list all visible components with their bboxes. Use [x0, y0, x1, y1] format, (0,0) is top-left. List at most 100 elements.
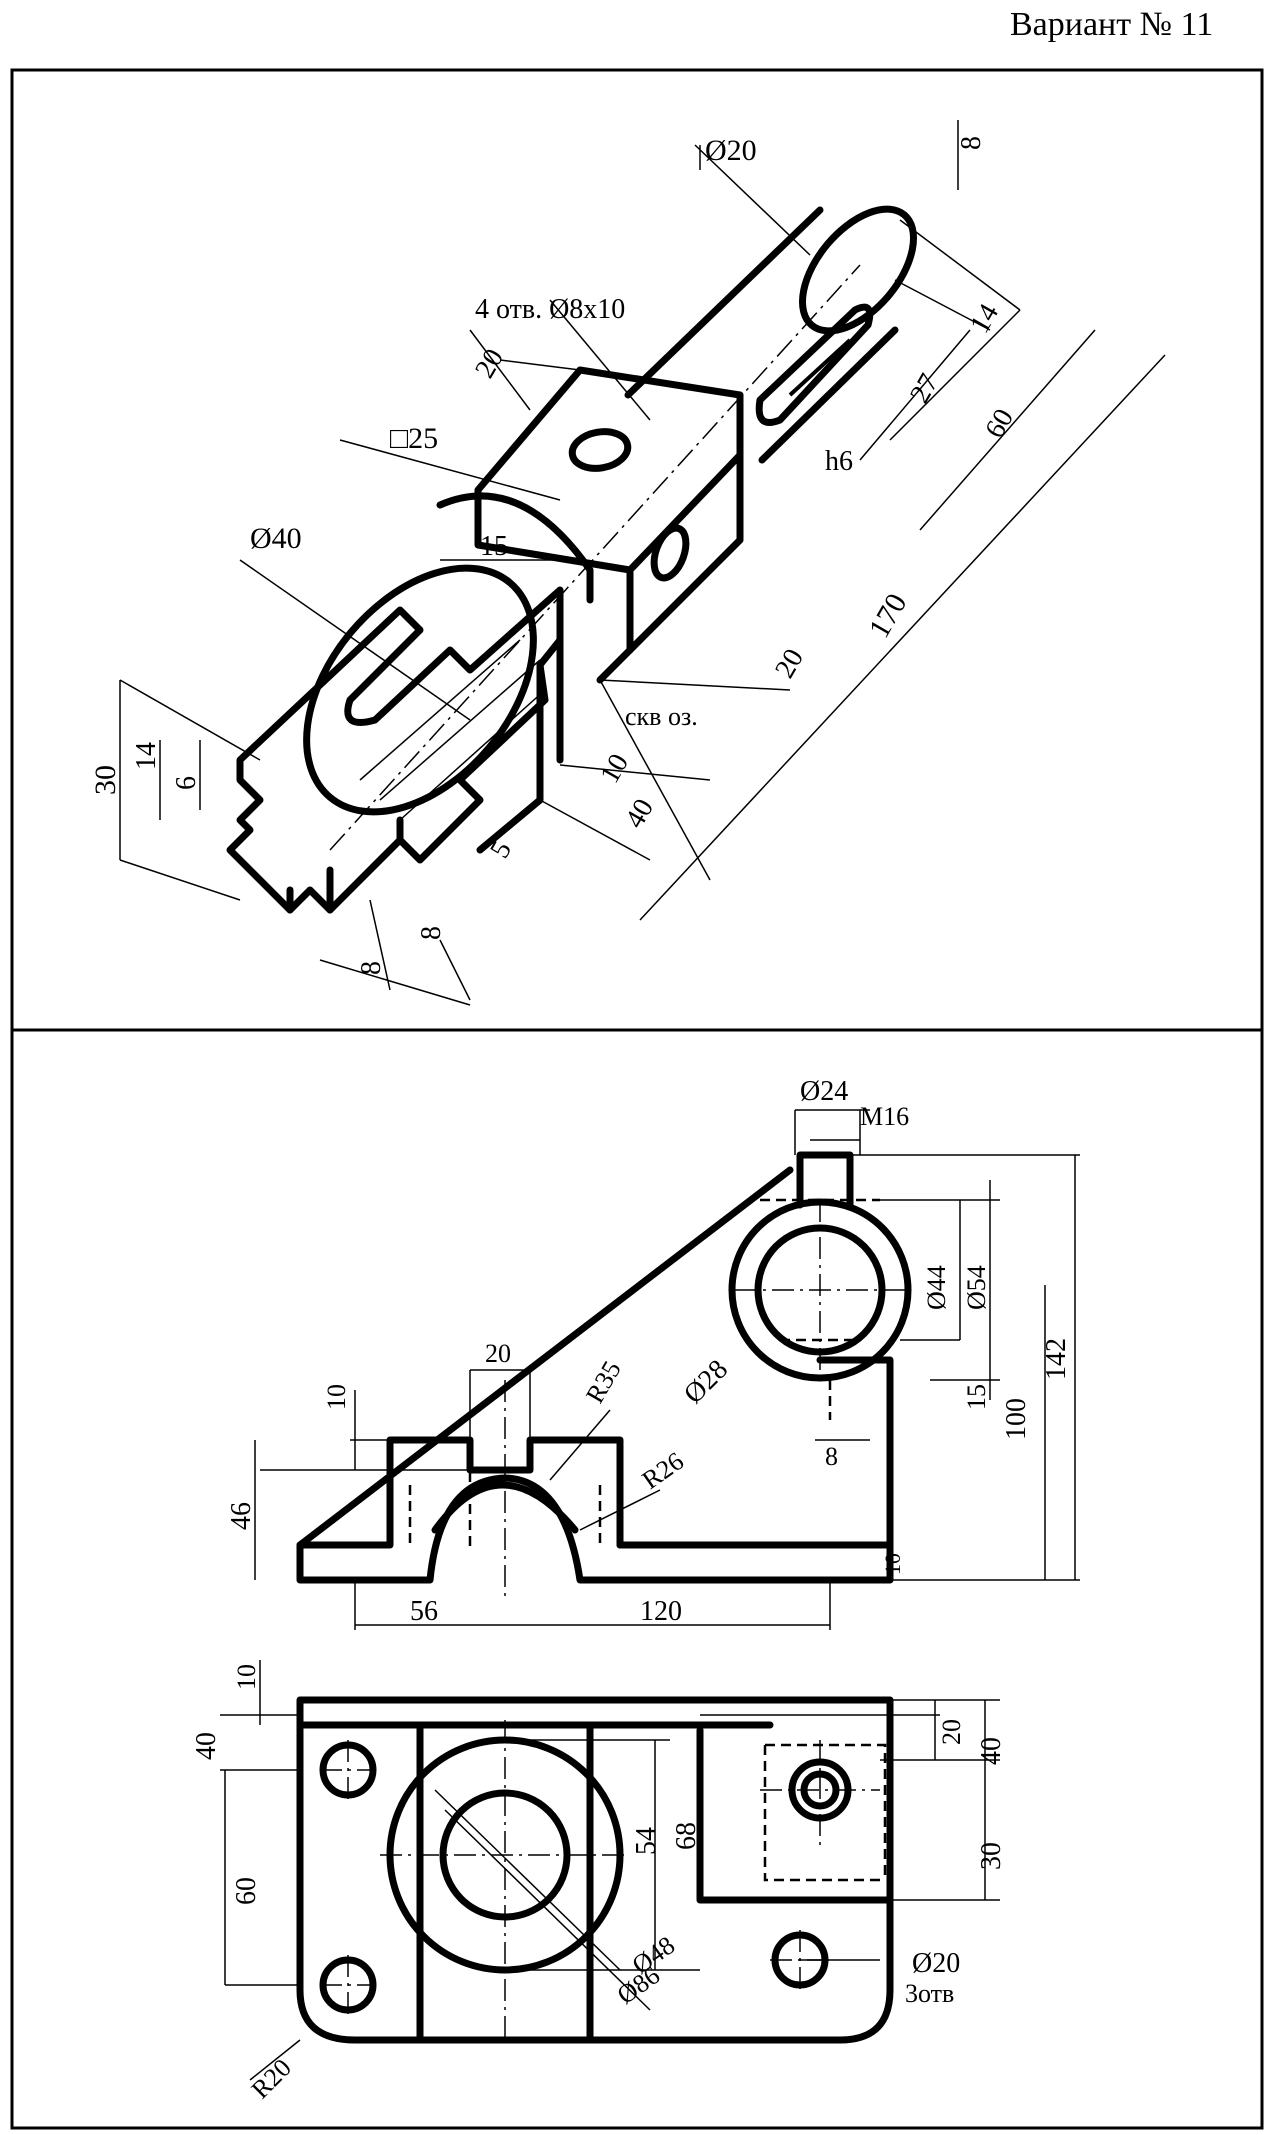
iso-dim-5: 5 [484, 836, 518, 864]
front-dim-r35: R35 [580, 1356, 627, 1408]
iso-dim-holes: 4 отв. Ø8x10 [475, 294, 625, 325]
front-view: Ø24 M16 Ø44 Ø54 142 100 15 8 Ø28 R35 R26… [226, 1076, 1080, 1630]
isometric-view: Ø20 4 отв. Ø8x10 □25 Ø40 15 20 8 14 27 6… [89, 120, 1166, 1006]
front-dim-10r: 10 [880, 1553, 905, 1575]
iso-dim-27: 27 [904, 369, 945, 409]
iso-block-edge [596, 646, 634, 684]
front-dim-d54: Ø54 [962, 1265, 991, 1310]
plan-leaders [434, 1789, 651, 2011]
front-hidden-2 [408, 1440, 602, 1550]
front-dim-120: 120 [640, 1596, 682, 1627]
iso-square-block [474, 366, 744, 574]
iso-dim-60: 60 [979, 404, 1020, 444]
plan-dim-leaders [249, 1959, 880, 2081]
dim-front-20 [469, 1369, 531, 1440]
front-base [296, 1436, 894, 1584]
plan-ribs [296, 1721, 894, 2044]
plan-dim-20: 20 [937, 1719, 966, 1745]
iso-dim-10: 10 [594, 749, 635, 789]
plan-dim-r20: R20 [246, 2053, 297, 2104]
iso-dim-15: 15 [480, 531, 508, 562]
plan-dim-54: 54 [631, 1827, 662, 1855]
iso-dim-6: 6 [171, 776, 202, 790]
variant-label: Вариант № 11 [1010, 6, 1214, 43]
front-dim-m16: M16 [860, 1102, 909, 1131]
plan-dim-60: 60 [231, 1877, 262, 1905]
iso-axis [329, 264, 861, 851]
plan-dim-10: 10 [232, 1664, 261, 1690]
sheet-frame [10, 68, 1264, 2130]
iso-cylinder-face [303, 564, 537, 816]
plan-dim-40: 40 [191, 1732, 222, 1760]
dim-right-lines [639, 219, 1166, 921]
front-dim-d28: Ø28 [678, 1354, 734, 1410]
iso-dim-170: 170 [862, 588, 913, 643]
iso-dim-8top: 8 [956, 136, 987, 150]
front-arc [431, 1481, 579, 1534]
iso-spline [226, 586, 564, 914]
iso-block-side [626, 451, 744, 654]
front-hidden-lines [760, 1198, 880, 1420]
front-dim-15: 15 [962, 1384, 991, 1410]
dim-front-radii [549, 1409, 661, 1531]
iso-dim-d20: Ø20 [705, 134, 757, 167]
iso-inner-hatch [359, 639, 546, 821]
iso-spline-grooves [286, 816, 404, 914]
dim-d40-leader [239, 559, 471, 721]
iso-hole-top [568, 428, 632, 472]
front-dim-100: 100 [1001, 1398, 1032, 1440]
front-dim-8: 8 [825, 1442, 838, 1471]
dim-bottom-lines [319, 899, 471, 1006]
iso-dim-8b: 8 [356, 961, 387, 975]
front-dim-10: 10 [322, 1384, 351, 1410]
dim-front-top [794, 1109, 870, 1155]
plan-hidden-boss [763, 1743, 887, 1882]
iso-shaft-end [798, 205, 918, 335]
plan-dims [220, 1660, 1000, 1986]
front-dim-142: 142 [1041, 1338, 1072, 1380]
front-dim-r26: R26 [637, 1446, 689, 1495]
iso-dim-30: 30 [89, 765, 122, 795]
iso-keyway-inner [788, 338, 852, 397]
plan-outline [296, 1696, 894, 2044]
dim-front-bottom [354, 1580, 831, 1630]
front-dim-d24: Ø24 [800, 1076, 848, 1107]
iso-dim-skvoz: скв оз. [625, 702, 698, 731]
dim-d20-leader [694, 120, 959, 256]
iso-dim-20b: 20 [769, 644, 810, 684]
front-dim-20: 20 [485, 1339, 511, 1368]
plan-dim-d20: Ø20 [912, 1948, 960, 1979]
front-dim-56: 56 [410, 1596, 438, 1627]
front-arm [816, 1356, 894, 1549]
iso-dim-8a: 8 [416, 926, 447, 940]
iso-dim-sq25: □25 [390, 422, 438, 455]
dim-front-left [254, 1390, 470, 1580]
dim-20b-lines [539, 679, 791, 881]
dim-20-line [469, 329, 581, 411]
plan-view: 10 40 60 54 68 20 40 30 Ø48 Ø86 Ø20 3отв… [191, 1660, 1007, 2104]
front-axes [504, 1200, 910, 1600]
plan-dim-3holes: 3отв [905, 1979, 954, 2008]
front-boss-neck [796, 1151, 854, 1209]
iso-dim-d40: Ø40 [250, 522, 302, 555]
plan-dim-40r: 40 [976, 1737, 1007, 1765]
front-rib [296, 1166, 794, 1549]
iso-dim-20a: 20 [469, 344, 510, 384]
dim-sq25-line [339, 439, 561, 501]
iso-dim-40: 40 [619, 794, 660, 834]
dim-holes-leader [549, 299, 651, 421]
iso-cylinder-top [436, 492, 594, 604]
iso-hole-side [650, 524, 690, 582]
front-dim-d44: Ø44 [922, 1265, 951, 1310]
iso-keyway [755, 303, 874, 426]
iso-shaft-edges [624, 206, 899, 464]
dim-left-lines [119, 679, 261, 901]
iso-dim-h6: h6 [825, 446, 853, 477]
plan-dim-30: 30 [976, 1842, 1007, 1870]
dim-front-right [850, 1154, 1080, 1581]
iso-dim-14: 14 [131, 742, 162, 770]
iso-dim-14r: 14 [964, 299, 1005, 339]
front-dim-46: 46 [226, 1502, 257, 1530]
plan-dim-68: 68 [671, 1822, 702, 1850]
